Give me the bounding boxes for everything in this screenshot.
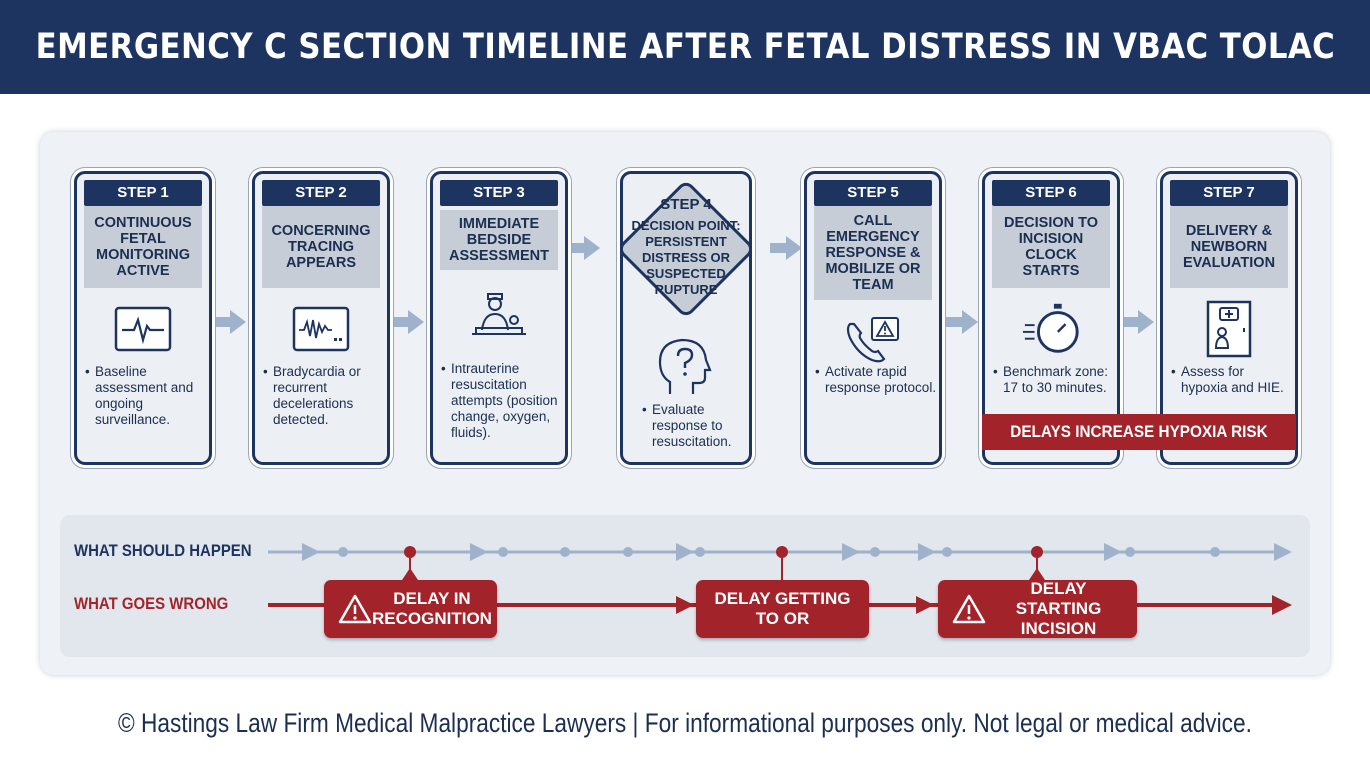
delay-line1: DELAY GETTING (714, 589, 851, 608)
decision-diamond (619, 182, 753, 316)
step-title: DELIVERY & NEWBORN EVALUATION (1170, 206, 1288, 288)
warning-icon (952, 594, 986, 624)
delay-line1: DELAY STARTING (1015, 579, 1102, 618)
step-card-5: STEP 5 CALL EMERGENCY RESPONSE & MOBILIZ… (804, 171, 942, 465)
step-label: STEP 6 (992, 180, 1110, 206)
hypoxia-warning-banner: DELAYS INCREASE HYPOXIA RISK (982, 414, 1296, 450)
head-question-icon (656, 336, 714, 398)
step-label: STEP 2 (262, 180, 380, 206)
step-description: •Assess for hypoxia and HIE. (1171, 364, 1284, 395)
step-card-2: STEP 2 CONCERNING TRACING APPEARS •Brady… (252, 171, 390, 465)
header-bar: EMERGENCY C SECTION TIMELINE AFTER FETAL… (0, 0, 1370, 94)
delay-line2: RECOGNITION (372, 609, 492, 628)
fetal-tracing-icon (290, 298, 352, 360)
step-description: •Baseline assessment and ongoing surveil… (85, 364, 194, 427)
newborn-room-icon (1198, 298, 1260, 360)
step-card-1: STEP 1 CONTINUOUS FETAL MONITORING ACTIV… (74, 171, 212, 465)
step-title: CONTINUOUS FETAL MONITORING ACTIVE (84, 206, 202, 288)
step-label: STEP 3 (440, 180, 558, 206)
step-description: •Evaluate response to resuscitation. (642, 402, 732, 449)
nurse-patient-icon (468, 282, 530, 344)
delay-line1: DELAY IN (393, 589, 471, 608)
step-description: •Intrauterine resuscitation attempts (po… (441, 361, 558, 440)
footer-disclaimer: © Hastings Law Firm Medical Malpractice … (118, 708, 1252, 738)
delay-line2: INCISION (1020, 619, 1097, 638)
step-description: •Activate rapid response protocol. (815, 364, 937, 395)
step-label: STEP 4 (660, 196, 712, 213)
step-description: •Bradycardia or recurrent decelerations … (263, 364, 361, 427)
step-title: IMMEDIATE BEDSIDE ASSESSMENT (440, 210, 558, 270)
heart-monitor-icon (112, 298, 174, 360)
step-title: DECISION TO INCISION CLOCK STARTS (992, 206, 1110, 288)
stopwatch-icon (1021, 298, 1083, 360)
step-label: STEP 1 (84, 180, 202, 206)
step-label: STEP 7 (1170, 180, 1288, 206)
delay-line2: TO OR (755, 609, 810, 628)
step-card-3: STEP 3 IMMEDIATE BEDSIDE ASSESSMENT •Int… (430, 171, 568, 465)
warning-icon (338, 594, 372, 624)
step-title: CONCERNING TRACING APPEARS (262, 206, 380, 288)
phone-alert-icon (842, 308, 904, 370)
step-title: CALL EMERGENCY RESPONSE & MOBILIZE OR TE… (814, 206, 932, 300)
page-title: EMERGENCY C SECTION TIMELINE AFTER FETAL… (35, 27, 1335, 67)
step-label: STEP 5 (814, 180, 932, 206)
step-title: DECISION POINT: PERSISTENT DISTRESS OR S… (631, 218, 741, 297)
goes-wrong-label: WHAT GOES WRONG (74, 594, 229, 613)
should-happen-label: WHAT SHOULD HAPPEN (74, 541, 252, 560)
step-description: •Benchmark zone: 17 to 30 minutes. (993, 364, 1109, 395)
